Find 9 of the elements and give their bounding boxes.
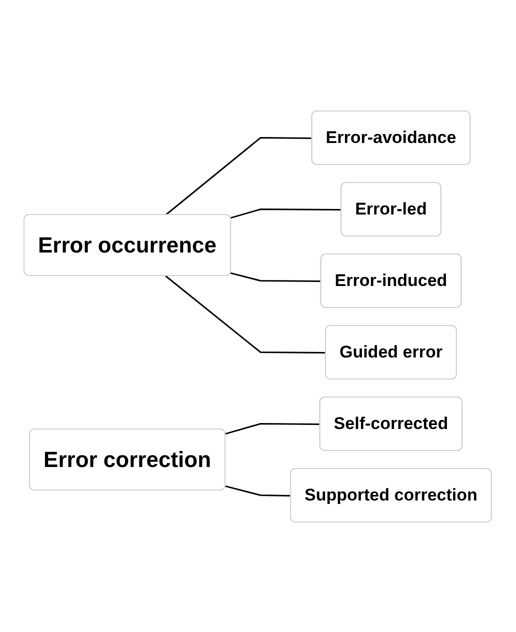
connector <box>230 208 342 218</box>
node-text: Guided error <box>340 342 443 361</box>
connector <box>230 272 322 282</box>
node-text: Error occurrence <box>38 232 217 257</box>
node-text: Error correction <box>44 446 212 472</box>
connector <box>226 484 292 496</box>
connector <box>165 136 313 216</box>
connector <box>165 274 326 353</box>
connector <box>226 422 321 434</box>
